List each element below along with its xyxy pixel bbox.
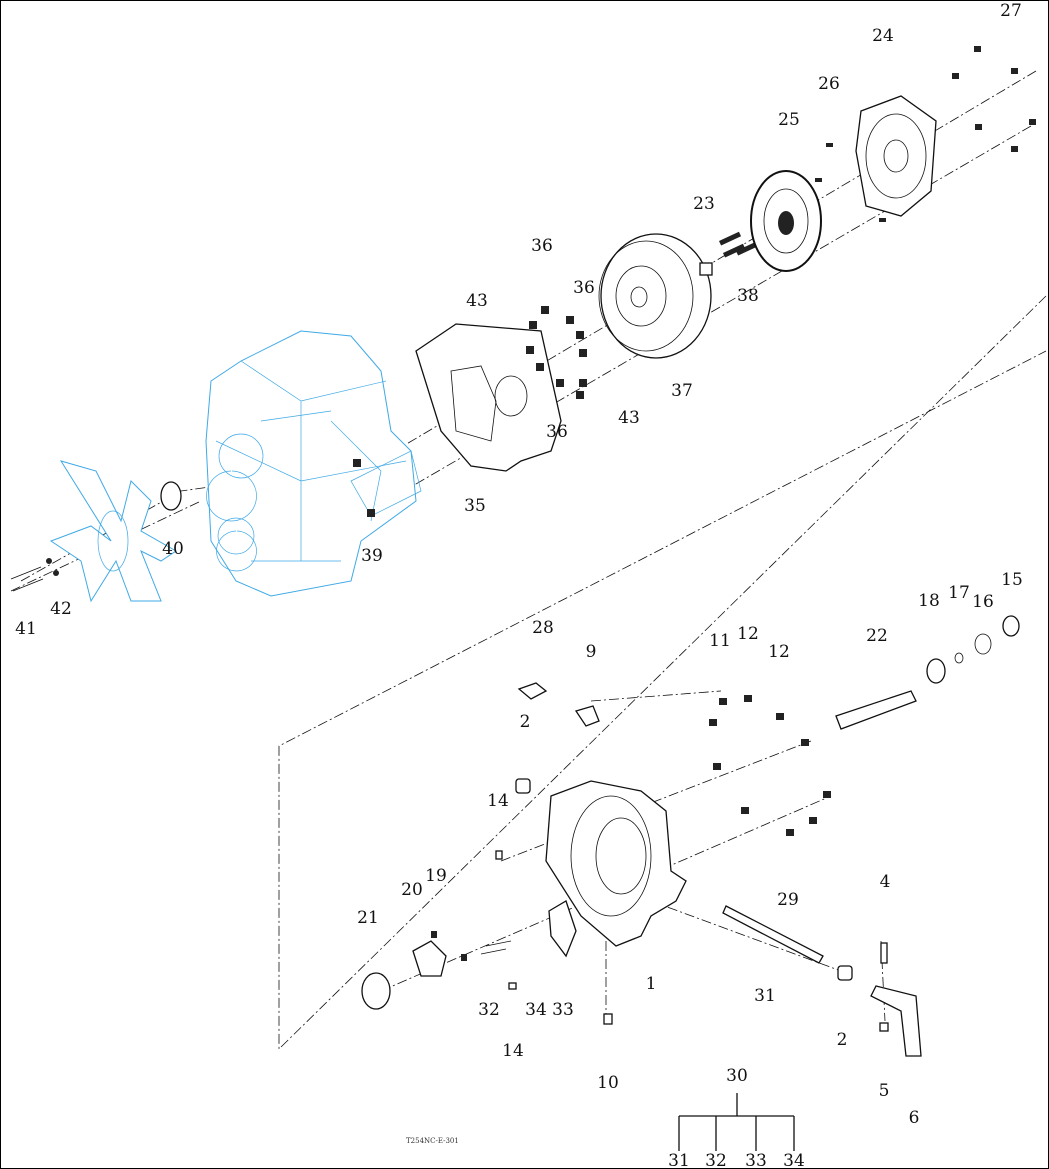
callout-9: 9	[586, 642, 597, 662]
callout-20: 20	[401, 880, 423, 900]
callout-36: 36	[573, 278, 595, 298]
clutch-housing	[545, 780, 687, 947]
callout-29: 29	[777, 890, 799, 910]
callout-33: 33	[745, 1151, 767, 1168]
callout-5: 5	[879, 1081, 890, 1101]
drawing-code: T254NC-E-301	[406, 1137, 459, 1145]
callout-34: 34	[525, 1000, 547, 1020]
callout-12: 12	[768, 642, 790, 662]
callout-31: 31	[668, 1151, 690, 1168]
callout-41: 41	[15, 619, 37, 639]
callout-22: 22	[866, 626, 888, 646]
callout-14: 14	[487, 791, 509, 811]
callout-35: 35	[464, 496, 486, 516]
shaft-22	[835, 690, 917, 730]
shaft-31	[722, 905, 824, 964]
part-40	[160, 481, 182, 511]
callout-32: 32	[705, 1151, 727, 1168]
callout-32: 32	[478, 1000, 500, 1020]
callout-15: 15	[1001, 570, 1023, 590]
callout-30: 30	[726, 1066, 748, 1086]
callout-42: 42	[50, 599, 72, 619]
part-23	[699, 262, 713, 276]
callout-40: 40	[162, 539, 184, 559]
callout-11: 11	[709, 631, 731, 651]
rear-plate	[415, 323, 562, 472]
callout-16: 16	[972, 592, 994, 612]
callout-1: 1	[646, 974, 657, 994]
fan	[49, 460, 177, 603]
callout-23: 23	[693, 194, 715, 214]
callout-25: 25	[778, 110, 800, 130]
assembly-lines	[10, 70, 1047, 1050]
callout-19: 19	[425, 866, 447, 886]
callout-21: 21	[357, 908, 379, 928]
bolts-41-42	[10, 558, 59, 592]
callout-12: 12	[737, 624, 759, 644]
clutch-disc	[750, 170, 822, 272]
engine-assembly	[205, 330, 422, 597]
small-parts	[361, 615, 1020, 1057]
callout-24: 24	[872, 26, 894, 46]
callout-37: 37	[671, 381, 693, 401]
callout-10: 10	[597, 1073, 619, 1093]
pressure-plate	[855, 95, 937, 217]
callout-31: 31	[754, 986, 776, 1006]
callout-43: 43	[618, 408, 640, 428]
callout-36: 36	[531, 236, 553, 256]
bolts-housing	[431, 695, 831, 961]
bolts-pressure-plate	[815, 46, 1036, 222]
callout-38: 38	[737, 286, 759, 306]
flywheel	[598, 233, 712, 359]
callout-14: 14	[502, 1041, 524, 1061]
group-bracket	[678, 1093, 795, 1151]
callout-26: 26	[818, 74, 840, 94]
callout-4: 4	[880, 872, 891, 892]
bolts-38	[718, 231, 759, 258]
callout-17: 17	[948, 583, 970, 603]
callout-6: 6	[909, 1108, 920, 1128]
callout-2: 2	[520, 712, 531, 732]
callout-18: 18	[918, 591, 940, 611]
callout-43: 43	[466, 291, 488, 311]
callout-36: 36	[546, 422, 568, 442]
callout-39: 39	[361, 546, 383, 566]
lever-6	[870, 985, 922, 1057]
bolts-36-43	[353, 306, 587, 517]
callout-2: 2	[837, 1030, 848, 1050]
callout-34: 34	[783, 1151, 805, 1168]
callout-27: 27	[1000, 1, 1022, 21]
callout-33: 33	[552, 1000, 574, 1020]
callout-28: 28	[532, 618, 554, 638]
